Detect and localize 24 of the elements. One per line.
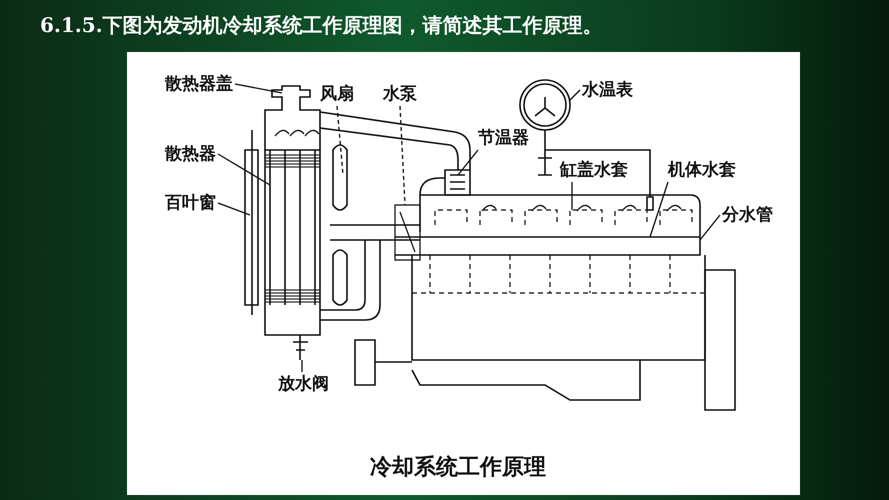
- leader-line: [218, 202, 250, 216]
- part-label: 分水管: [722, 205, 773, 225]
- part-label: 水泵: [383, 84, 417, 104]
- part-label: 放水阀: [278, 374, 329, 394]
- leader-line: [570, 90, 580, 100]
- title: 6.1.5.下图为发动机冷却系统工作原理图，请简述其工作原理。: [40, 12, 603, 39]
- part-label: 节温器: [478, 128, 529, 148]
- caption: 冷却系统工作原理: [370, 453, 546, 482]
- part-label: 散热器盖: [165, 74, 233, 94]
- part-label: 散热器: [165, 144, 216, 164]
- leader-line: [234, 83, 282, 94]
- leader-line: [301, 360, 303, 372]
- leader-line: [458, 150, 478, 176]
- part-label: 缸盖水套: [560, 160, 628, 180]
- leader-line: [649, 182, 669, 238]
- leader-line: [399, 106, 406, 206]
- leader-line: [700, 214, 720, 240]
- part-label: 机体水套: [668, 160, 736, 180]
- part-label: 水温表: [582, 80, 633, 100]
- part-label: 风扇: [320, 84, 354, 104]
- leader-line: [571, 182, 573, 210]
- leader-line: [336, 106, 344, 176]
- leader-line: [218, 153, 270, 186]
- part-label: 百叶窗: [165, 193, 216, 213]
